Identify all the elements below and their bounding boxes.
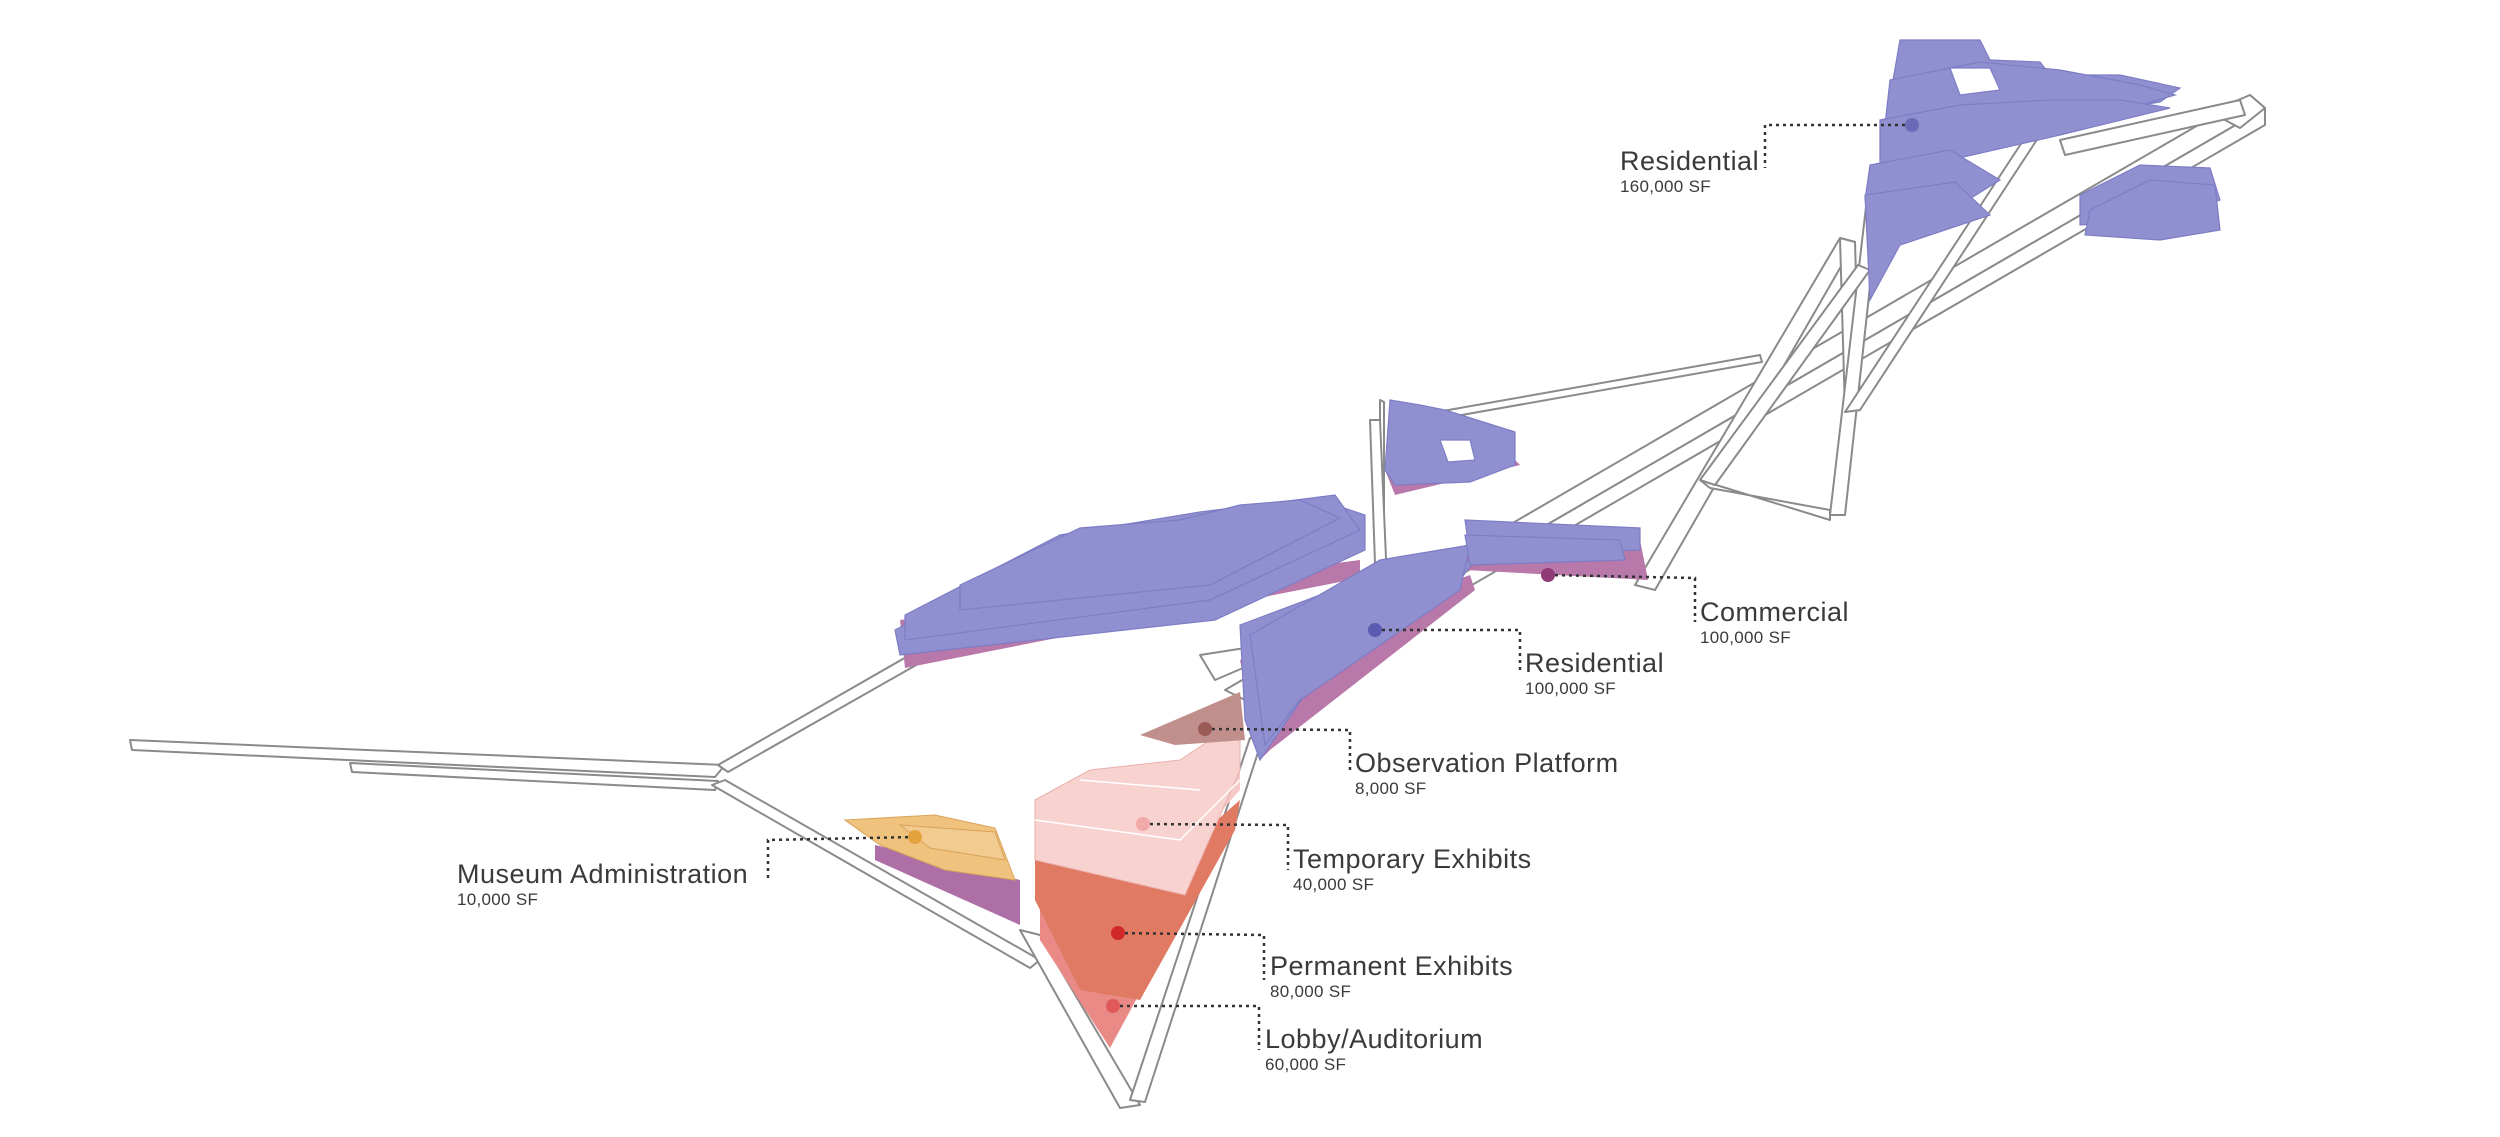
- dot-commercial: [1541, 568, 1555, 582]
- label-area: 40,000 SF: [1293, 875, 1375, 894]
- museum-volumes: [843, 692, 1245, 1048]
- leader-administration: [766, 835, 916, 880]
- label-name: Residential: [1620, 146, 1760, 176]
- label-dots: [908, 118, 1919, 1013]
- label-name: Lobby/Auditorium: [1265, 1024, 1484, 1054]
- label-residential-mid: Residential 100,000 SF: [1525, 648, 1665, 698]
- label-area: 8,000 SF: [1355, 779, 1427, 798]
- label-name: Museum Administration: [457, 859, 749, 889]
- administration-base: [875, 845, 1020, 925]
- label-permanent-exhibits: Permanent Exhibits 80,000 SF: [1270, 951, 1514, 1001]
- leader-permanent: [1117, 931, 1266, 980]
- label-area: 100,000 SF: [1525, 679, 1616, 698]
- dot-residential-mid: [1368, 623, 1382, 637]
- temporary-exhibits-volume: [1034, 719, 1241, 896]
- label-museum-administration: Museum Administration 10,000 SF: [457, 859, 749, 909]
- label-commercial: Commercial 100,000 SF: [1700, 597, 1850, 647]
- label-name: Commercial: [1700, 597, 1850, 627]
- leader-lobby: [1113, 1004, 1261, 1050]
- label-observation-platform: Observation Platform 8,000 SF: [1355, 748, 1619, 798]
- label-residential-top: Residential 160,000 SF: [1620, 146, 1760, 196]
- label-area: 60,000 SF: [1265, 1055, 1347, 1074]
- dot-permanent: [1111, 926, 1125, 940]
- residential-wedge-mid-2: [1249, 544, 1471, 747]
- label-name: Residential: [1525, 648, 1665, 678]
- dot-residential-top: [1905, 118, 1919, 132]
- residential-plate-left-3: [959, 499, 1342, 611]
- leader-commercial: [1547, 573, 1697, 622]
- label-temporary-exhibits: Temporary Exhibits 40,000 SF: [1293, 844, 1532, 894]
- observation-platform-volume: [1140, 692, 1245, 745]
- commercial-slab-mid: [1240, 575, 1475, 760]
- label-area: 100,000 SF: [1700, 628, 1791, 647]
- dot-temporary: [1136, 817, 1150, 831]
- label-name: Permanent Exhibits: [1270, 951, 1514, 981]
- leader-residential-top: [1763, 123, 1912, 168]
- residential-volumes: [894, 39, 2221, 762]
- leader-temporary: [1142, 822, 1290, 870]
- label-area: 80,000 SF: [1270, 982, 1352, 1001]
- label-lobby-auditorium: Lobby/Auditorium 60,000 SF: [1265, 1024, 1484, 1074]
- label-area: 10,000 SF: [457, 890, 539, 909]
- dot-lobby: [1106, 999, 1120, 1013]
- residential-top-5: [1864, 181, 1992, 303]
- label-name: Temporary Exhibits: [1293, 844, 1532, 874]
- label-name: Observation Platform: [1355, 748, 1619, 778]
- leaders: [766, 123, 1912, 1050]
- label-area: 160,000 SF: [1620, 177, 1711, 196]
- dot-administration: [908, 830, 922, 844]
- dot-observation: [1198, 722, 1212, 736]
